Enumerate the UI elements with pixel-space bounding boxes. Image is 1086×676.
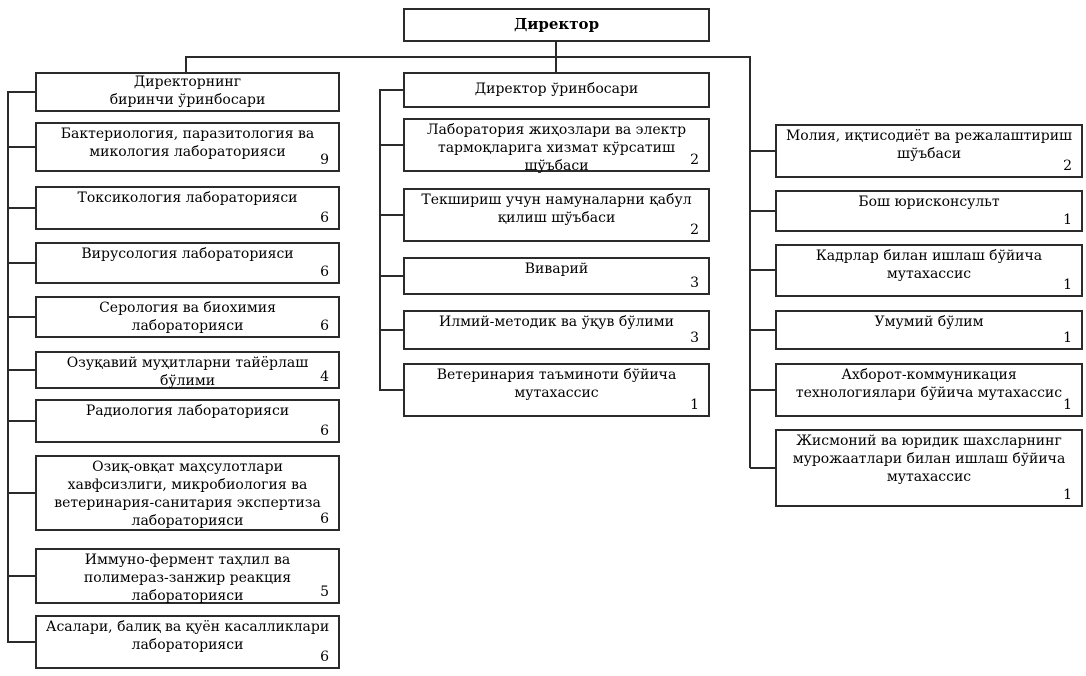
org-box-label: Серология ва биохимия лабораторияси bbox=[99, 300, 276, 334]
org-box-general-department: Умумий бўлим 1 bbox=[775, 310, 1083, 350]
org-box-chief-legal-counsel: Бош юрисконсульт 1 bbox=[775, 190, 1083, 232]
org-box-dept-finance-planning: Молия, иқтисодиёт ва режалаштириш шўъбас… bbox=[775, 124, 1083, 178]
org-box-lab-bee-fish-rabbit: Асалари, балиқ ва қуён касалликлари лабо… bbox=[35, 615, 340, 669]
org-box-lab-food-safety: Озиқ-овқат маҳсулотлари хавфсизлиги, мик… bbox=[35, 455, 340, 531]
org-box-dept-sample-reception: Текшириш учун намуналарни қабул қилиш шў… bbox=[403, 188, 710, 242]
org-box-specialist-hr: Кадрлар билан ишлаш бўйича мутахассис 1 bbox=[775, 244, 1083, 297]
staff-count: 1 bbox=[1063, 277, 1072, 294]
org-box-specialist-veterinary-supply: Ветеринария таъминоти бўйича мутахассис … bbox=[403, 363, 710, 417]
org-box-lab-bacteriology: Бактериология, паразитология ва микологи… bbox=[35, 122, 340, 172]
org-box-label: Радиология лабораторияси bbox=[85, 403, 290, 419]
org-box-label: Вирусология лабораторияси bbox=[81, 246, 294, 262]
staff-count: 6 bbox=[320, 511, 329, 528]
org-box-lab-radiology: Радиология лабораторияси 6 bbox=[35, 399, 340, 443]
org-box-label: Директорнинг биринчи ўринбосари bbox=[109, 74, 266, 108]
org-box-lab-toxicology: Токсикология лабораторияси 6 bbox=[35, 186, 340, 230]
org-box-label: Асалари, балиқ ва қуён касалликлари лабо… bbox=[45, 619, 330, 653]
staff-count: 6 bbox=[320, 318, 329, 335]
org-box-label: Токсикология лабораторияси bbox=[77, 190, 298, 206]
staff-count: 6 bbox=[320, 210, 329, 227]
org-box-specialist-appeals: Жисмоний ва юридик шахсларнинг мурожаатл… bbox=[775, 429, 1083, 507]
staff-count: 2 bbox=[690, 222, 699, 239]
staff-count: 2 bbox=[690, 152, 699, 169]
staff-count: 2 bbox=[1063, 158, 1072, 175]
org-box-label: Бош юрисконсульт bbox=[858, 194, 1000, 210]
staff-count: 6 bbox=[320, 649, 329, 666]
staff-count: 5 bbox=[320, 584, 329, 601]
org-box-label: Бактериология, паразитология ва микологи… bbox=[60, 126, 315, 160]
org-box-label: Ахборот-коммуникация технологиялари бўйи… bbox=[795, 367, 1063, 401]
org-box-label: Директор bbox=[513, 15, 600, 34]
org-box-deputy-director: Директор ўринбосари bbox=[403, 72, 710, 108]
org-box-dept-equipment-service: Лаборатория жиҳозлари ва электр тармоқла… bbox=[403, 118, 710, 174]
org-box-label: Кадрлар билан ишлаш бўйича мутахассис bbox=[815, 248, 1043, 282]
org-box-label: Лаборатория жиҳозлари ва электр тармоқла… bbox=[426, 122, 687, 174]
org-box-director: Директор bbox=[403, 8, 710, 42]
org-box-label: Иммуно-фермент таҳлил ва полимераз-занжи… bbox=[83, 552, 292, 604]
org-box-label: Виварий bbox=[524, 261, 589, 277]
staff-count: 1 bbox=[1063, 397, 1072, 414]
org-box-vivarium: Виварий 3 bbox=[403, 257, 710, 295]
staff-count: 6 bbox=[320, 423, 329, 440]
org-box-label: Молия, иқтисодиёт ва режалаштириш шўъбас… bbox=[785, 128, 1073, 162]
staff-count: 6 bbox=[320, 264, 329, 281]
staff-count: 1 bbox=[1063, 330, 1072, 347]
org-box-lab-virology: Вирусология лабораторияси 6 bbox=[35, 242, 340, 284]
org-box-label: Директор ўринбосари bbox=[474, 81, 639, 98]
org-box-label: Илмий-методик ва ўқув бўлими bbox=[439, 314, 674, 330]
org-box-dept-scientific-methodical: Илмий-методик ва ўқув бўлими 3 bbox=[403, 310, 710, 350]
org-box-dept-nutrient-media: Озуқавий муҳитларни тайёрлаш бўлими 4 bbox=[35, 351, 340, 389]
staff-count: 9 bbox=[320, 152, 329, 169]
org-box-label: Текшириш учун намуналарни қабул қилиш шў… bbox=[421, 192, 692, 226]
org-box-lab-serology-biochemistry: Серология ва биохимия лабораторияси 6 bbox=[35, 296, 340, 338]
staff-count: 3 bbox=[690, 330, 699, 347]
org-box-lab-elisa-pcr: Иммуно-фермент таҳлил ва полимераз-занжи… bbox=[35, 548, 340, 604]
org-box-label: Жисмоний ва юридик шахсларнинг мурожаатл… bbox=[792, 433, 1066, 485]
org-box-label: Умумий бўлим bbox=[874, 314, 984, 330]
staff-count: 1 bbox=[1063, 212, 1072, 229]
org-box-label: Озуқавий муҳитларни тайёрлаш бўлими bbox=[66, 355, 309, 389]
org-box-label: Озиқ-овқат маҳсулотлари хавфсизлиги, мик… bbox=[54, 459, 321, 529]
staff-count: 4 bbox=[320, 369, 329, 386]
staff-count: 1 bbox=[690, 397, 699, 414]
staff-count: 3 bbox=[690, 275, 699, 292]
org-box-label: Ветеринария таъминоти бўйича мутахассис bbox=[436, 367, 677, 401]
org-box-first-deputy-director: Директорнинг биринчи ўринбосари bbox=[35, 72, 340, 112]
staff-count: 1 bbox=[1063, 487, 1072, 504]
org-box-specialist-ict: Ахборот-коммуникация технологиялари бўйи… bbox=[775, 363, 1083, 417]
